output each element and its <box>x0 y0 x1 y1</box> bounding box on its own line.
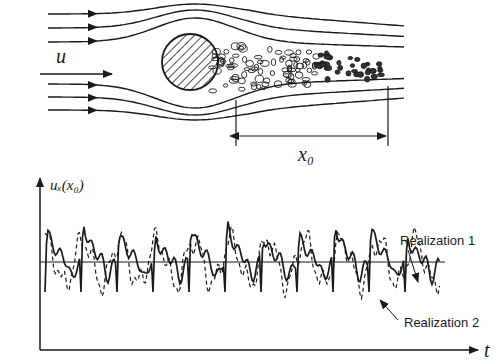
eddy <box>302 62 307 68</box>
velocity-label: u <box>56 46 66 66</box>
eddy <box>295 72 303 78</box>
leader-line <box>380 300 398 320</box>
realization-1-signal <box>45 222 440 292</box>
eddy <box>352 70 358 73</box>
eddy <box>361 63 366 68</box>
eddy <box>248 69 255 73</box>
dimension-tick <box>235 100 236 146</box>
eddy <box>262 87 266 90</box>
flow-arrow <box>40 73 112 75</box>
eddy <box>219 54 226 60</box>
eddy <box>302 81 306 85</box>
eddy <box>307 68 312 72</box>
eddy <box>313 54 320 59</box>
y-axis <box>39 178 41 350</box>
eddy <box>257 84 261 89</box>
streamline <box>48 98 404 120</box>
eddy <box>325 51 329 55</box>
eddy <box>365 70 370 75</box>
eddy <box>275 50 282 54</box>
eddy <box>258 69 263 75</box>
eddy <box>230 77 239 80</box>
eddy <box>312 72 318 75</box>
eddy <box>288 83 296 88</box>
eddy <box>255 75 263 82</box>
eddy <box>233 54 240 57</box>
streamline-arrow <box>88 37 98 45</box>
eddy <box>303 59 309 63</box>
eddy <box>224 49 229 54</box>
eddy <box>252 84 257 90</box>
eddy <box>264 78 270 83</box>
eddy <box>271 59 275 66</box>
eddy <box>285 50 294 55</box>
streamline-arrow <box>88 94 98 102</box>
realization-label: Realization 2 <box>404 316 479 329</box>
eddy <box>231 43 239 50</box>
t-axis <box>40 349 478 351</box>
axis-label: uₓ(x₀) <box>50 178 84 193</box>
eddy <box>243 57 247 63</box>
turbulent-wake <box>209 43 385 94</box>
dimension-tick <box>387 86 388 146</box>
streamline <box>48 10 404 36</box>
eddy <box>304 82 311 88</box>
streamline-arrow <box>88 106 98 114</box>
eddy <box>319 63 326 66</box>
eddy <box>290 57 298 61</box>
eddy <box>254 55 262 59</box>
eddy <box>296 50 301 55</box>
axis-label: t <box>484 340 490 360</box>
eddy <box>270 71 274 76</box>
eddy <box>378 69 383 73</box>
eddy <box>371 74 377 79</box>
eddy <box>238 78 245 84</box>
eddy <box>306 50 311 54</box>
dimension-line <box>238 135 386 136</box>
streamline-arrow <box>88 10 98 18</box>
eddy <box>229 58 234 63</box>
eddy <box>337 61 341 66</box>
eddy <box>274 81 282 88</box>
streamline-arrow <box>88 81 98 89</box>
eddy <box>246 60 254 66</box>
eddy <box>283 74 291 77</box>
leader-line <box>408 250 418 282</box>
eddy <box>355 57 360 61</box>
eddy <box>358 72 364 78</box>
streamlines <box>48 4 404 120</box>
eddy <box>302 78 310 82</box>
eddy <box>239 87 245 91</box>
distance-label: x₀ <box>298 144 314 164</box>
eddy <box>348 57 353 60</box>
eddy <box>338 65 343 70</box>
streamline <box>48 18 404 47</box>
eddy <box>288 67 292 73</box>
eddy <box>242 72 247 78</box>
eddy <box>377 62 382 66</box>
streamline <box>48 79 404 109</box>
realization-label: Realization 1 <box>400 234 475 247</box>
eddy <box>365 76 370 82</box>
eddy <box>350 64 354 68</box>
eddy <box>226 64 234 67</box>
eddy <box>254 64 258 69</box>
eddy <box>312 63 316 70</box>
eddy <box>239 46 243 49</box>
cylinder <box>162 34 218 90</box>
eddy <box>261 60 270 66</box>
eddy <box>346 71 351 76</box>
eddy <box>268 46 272 52</box>
eddy <box>209 89 217 93</box>
streamline-arrow <box>88 23 98 31</box>
eddy <box>378 73 385 77</box>
eddy <box>296 63 304 69</box>
eddy <box>223 84 227 87</box>
eddy <box>324 56 331 60</box>
eddy <box>325 77 330 83</box>
eddy <box>288 80 294 83</box>
eddy <box>280 58 284 63</box>
